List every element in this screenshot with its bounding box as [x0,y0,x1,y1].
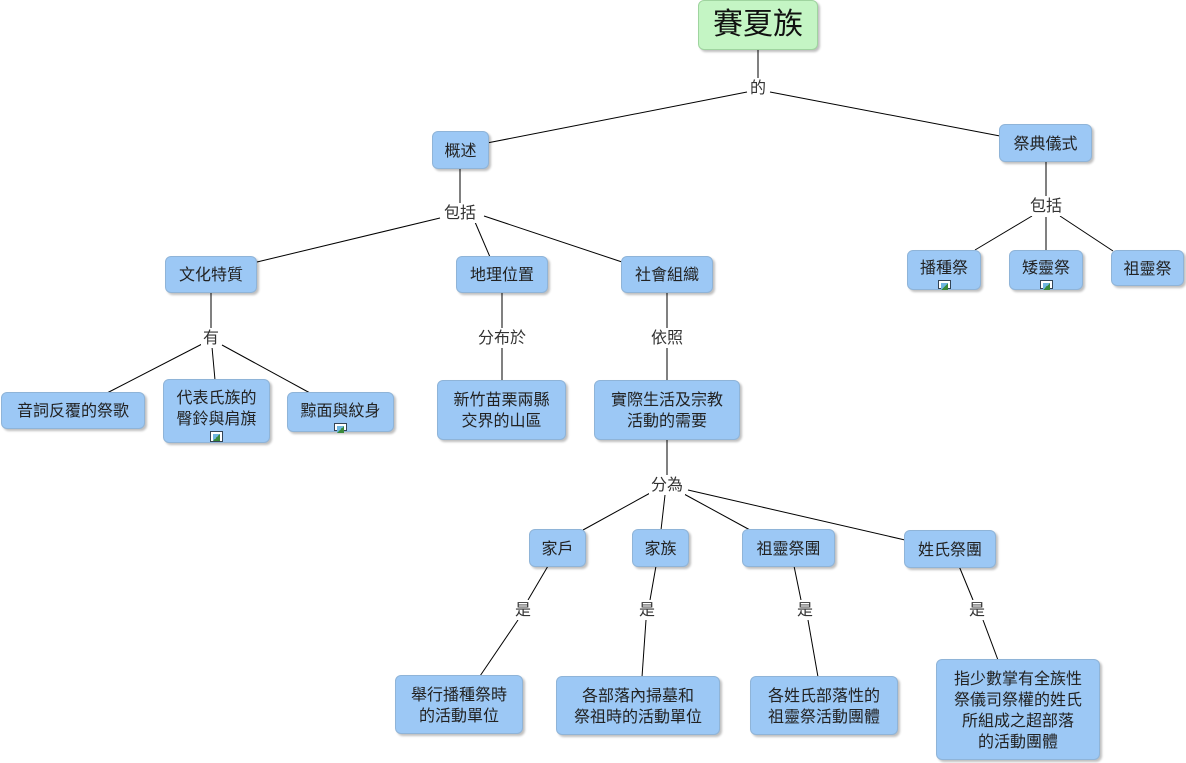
link-label-fenwei: 分為 [648,475,686,495]
node-zulingji[interactable]: 祖靈祭 [1111,250,1184,286]
link-label-you: 有 [200,328,222,348]
node-label: 各部落內掃墓和 祭祖時的活動單位 [573,685,702,726]
node-juxing-bozhongji[interactable]: 舉行播種祭時 的活動單位 [395,675,523,734]
link-label-baokuo-right: 包括 [1027,196,1065,216]
node-gebuluo-saomu[interactable]: 各部落內掃墓和 祭祖時的活動單位 [556,676,720,735]
node-shiji-shenghuo[interactable]: 實際生活及宗教 活動的需要 [594,380,740,440]
node-label: 家族 [644,538,677,558]
node-jiazu[interactable]: 家族 [632,529,689,567]
link-label-fenbuyu: 分布於 [475,328,529,348]
node-zuling-jituan[interactable]: 祖靈祭團 [742,529,835,567]
node-daibiao-shizu[interactable]: 代表氏族的 臀鈴與肩旗 [163,379,270,443]
node-label: 各姓氏部落性的 祖靈祭活動團體 [767,685,880,726]
node-label: 指少數掌有全族性 祭儀司祭權的姓氏 所組成之超部落 的活動團體 [953,668,1082,751]
node-ailingji[interactable]: 矮靈祭 [1009,250,1083,290]
node-label: 地理位置 [469,265,534,284]
link-label-shi-zuling: 是 [794,600,816,620]
node-label: 代表氏族的 臀鈴與肩旗 [176,388,257,428]
node-jiahu[interactable]: 家戶 [529,529,586,567]
link-label-shi-xingshi: 是 [966,600,988,620]
node-label: 概述 [444,140,477,160]
image-icon[interactable] [334,423,347,433]
node-bozhongji[interactable]: 播種祭 [907,250,981,290]
image-icon[interactable] [1039,280,1053,290]
node-yinci-jige[interactable]: 音詞反覆的祭歌 [1,392,145,429]
node-label: 黥面與紋身 [300,401,381,420]
node-qingmian-wenshen[interactable]: 黥面與紋身 [287,392,394,433]
node-label: 祖靈祭團 [756,538,821,558]
node-label: 祭典儀式 [1013,133,1078,153]
link-label-shi-jiazu: 是 [636,600,658,620]
node-gaishu[interactable]: 概述 [432,131,489,169]
node-label: 新竹苗栗兩縣 交界的山區 [453,390,550,430]
link-label-shi-jiahu: 是 [512,600,534,620]
node-dili-weizhi[interactable]: 地理位置 [456,256,548,293]
node-label: 舉行播種祭時 的活動單位 [410,684,507,725]
image-icon[interactable] [937,280,951,290]
node-label: 家戶 [541,538,574,558]
node-label: 播種祭 [919,258,968,277]
root-label: 賽夏族 [713,7,803,42]
node-label: 文化特質 [178,265,243,284]
node-label: 實際生活及宗教 活動的需要 [610,390,723,430]
link-label-baokuo-left: 包括 [441,203,479,223]
node-label: 社會組織 [634,265,699,284]
root-node[interactable]: 賽夏族 [698,0,818,50]
node-gexingshi-buluo[interactable]: 各姓氏部落性的 祖靈祭活動團體 [750,676,898,735]
node-label: 音詞反覆的祭歌 [16,401,129,420]
node-xingshi-jituan[interactable]: 姓氏祭團 [904,530,996,568]
node-label: 矮靈祭 [1021,258,1070,277]
node-label: 姓氏祭團 [917,539,982,559]
node-xinzhu-miaoli[interactable]: 新竹苗栗兩縣 交界的山區 [437,380,566,440]
node-label: 祖靈祭 [1123,258,1172,278]
image-icon[interactable] [210,431,223,442]
node-wenhua-tezhi[interactable]: 文化特質 [165,256,257,293]
node-shehui-zuzhi[interactable]: 社會組織 [621,256,713,293]
link-label-de: 的 [747,78,769,98]
node-jidian-yishi[interactable]: 祭典儀式 [999,124,1092,162]
node-zhishao-shuzhang[interactable]: 指少數掌有全族性 祭儀司祭權的姓氏 所組成之超部落 的活動團體 [936,659,1100,760]
link-label-yizhao: 依照 [648,328,686,348]
